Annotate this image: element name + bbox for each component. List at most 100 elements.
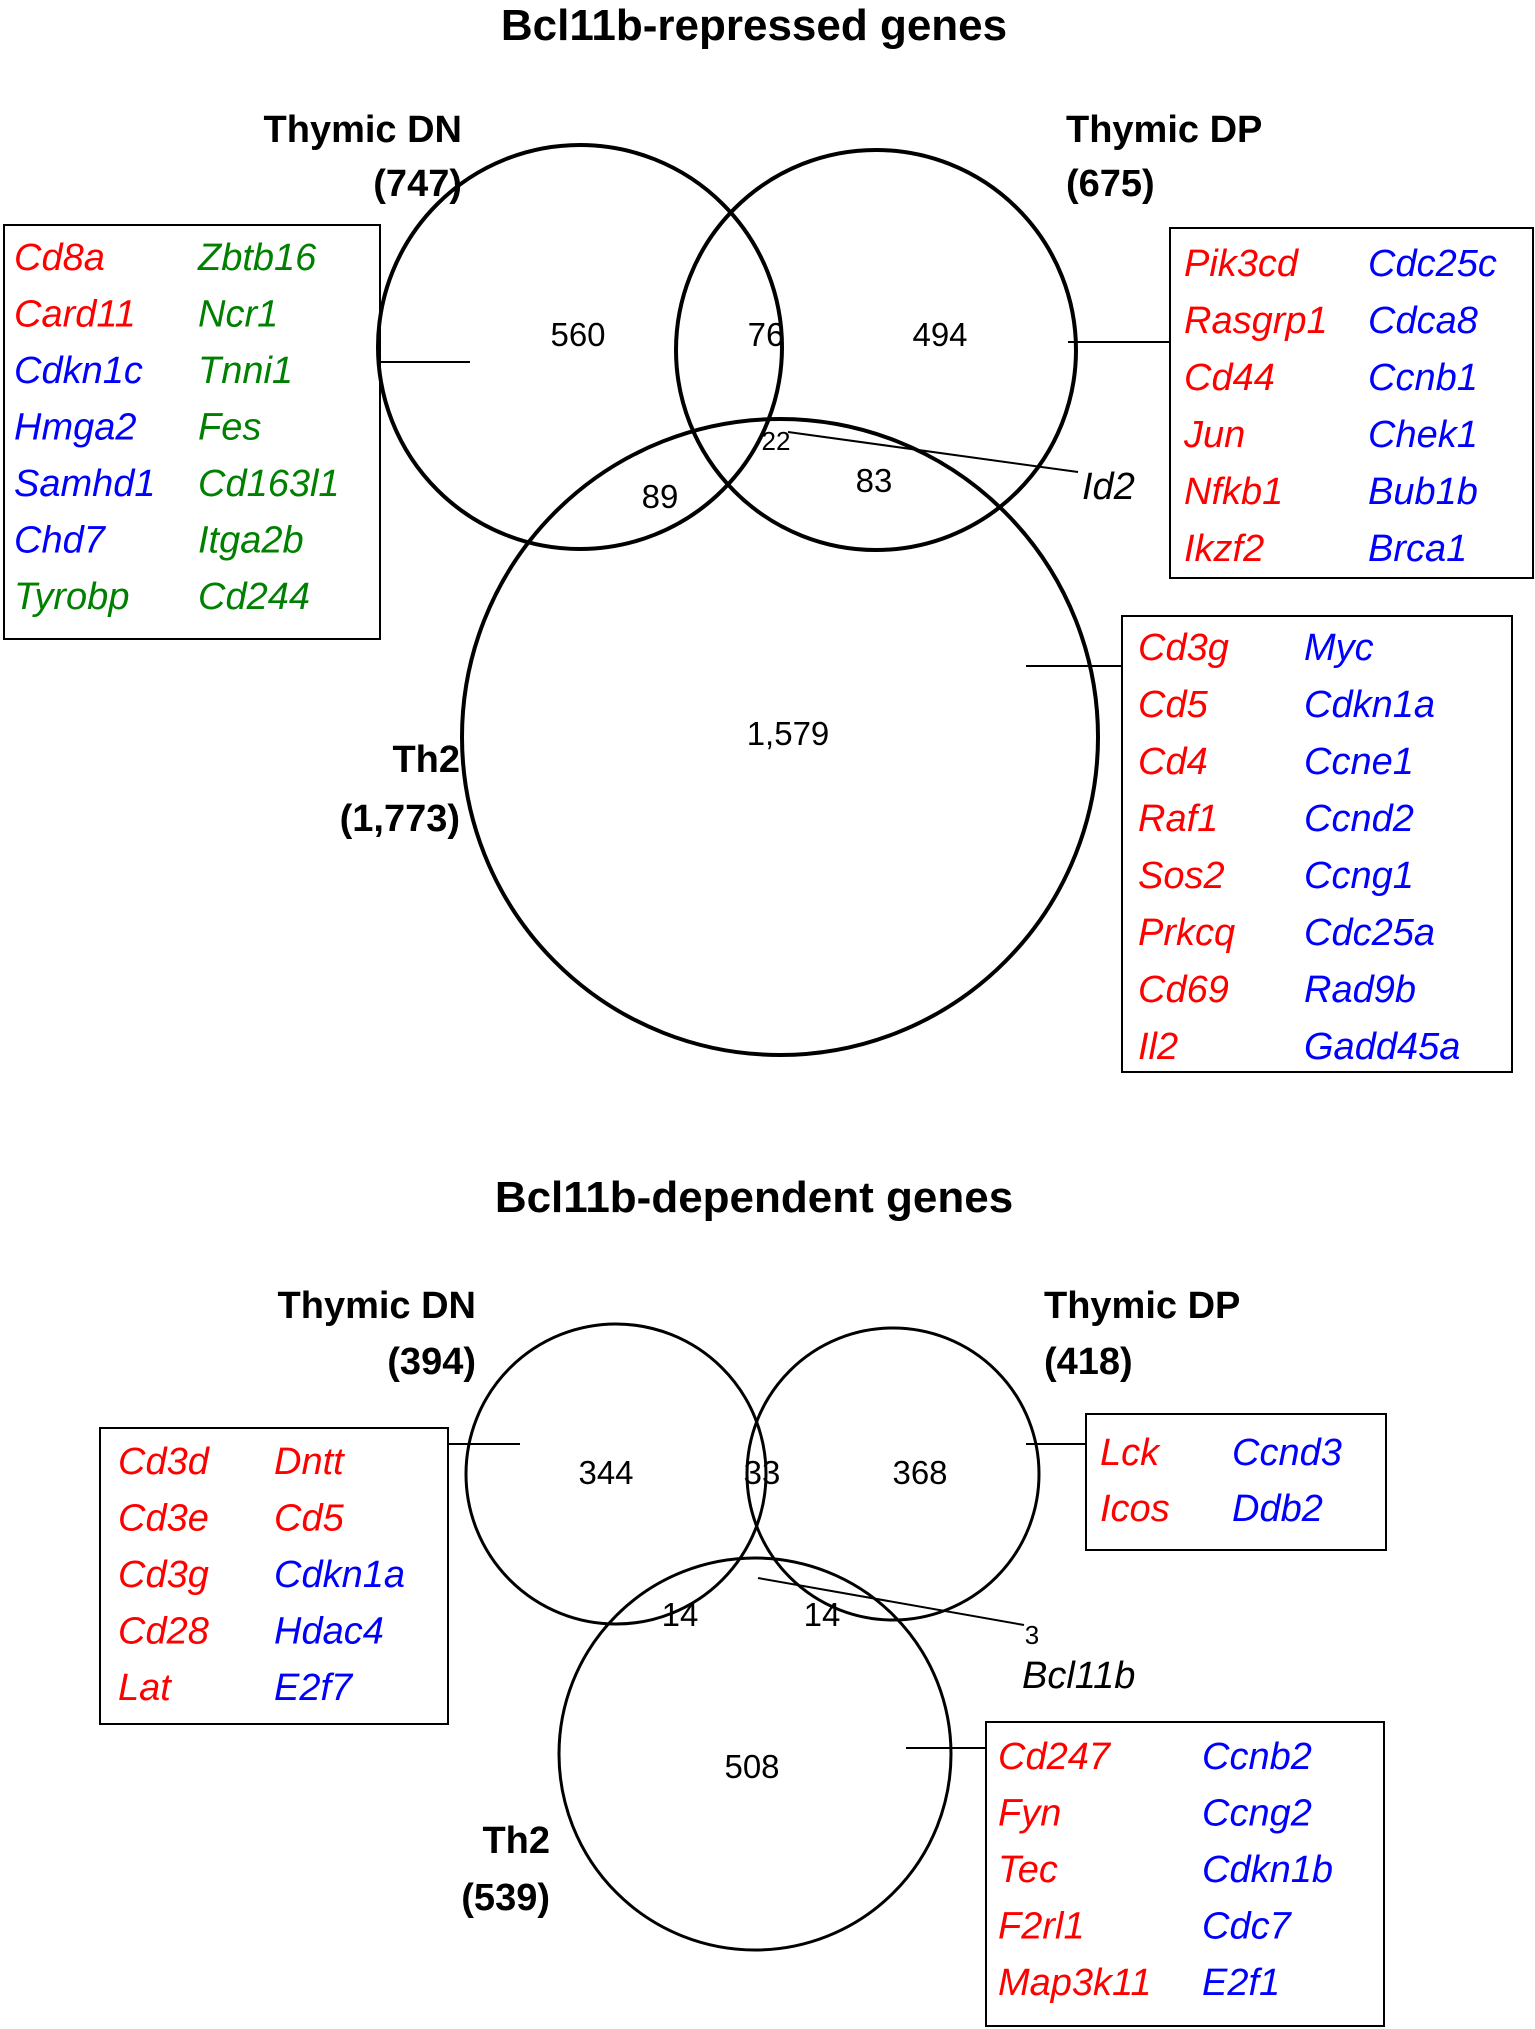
- dependent-count-dn-th2: 14: [662, 1596, 699, 1633]
- repressed-panel: Bcl11b-repressed genes Thymic DN (747) T…: [3, 1, 1534, 1073]
- dependent-dp-total: (418): [1044, 1341, 1133, 1383]
- gene-label: Itga2b: [198, 520, 304, 562]
- gene-label: Cd163l1: [198, 463, 340, 505]
- gene-label: Icos: [1100, 1488, 1170, 1530]
- gene-label: Cd5: [274, 1498, 345, 1540]
- repressed-count-dn-only: 560: [550, 316, 605, 353]
- dependent-count-all-three: 3: [1025, 1620, 1039, 1650]
- repressed-count-all-three: 22: [762, 426, 791, 456]
- gene-label: Ikzf2: [1184, 528, 1264, 570]
- dependent-title: Bcl11b-dependent genes: [495, 1173, 1013, 1222]
- repressed-dn-gene-box: [3, 224, 381, 640]
- gene-label: Samhd1: [14, 463, 156, 505]
- gene-label: Il2: [1138, 1026, 1178, 1068]
- repressed-th2-circle: [460, 417, 1100, 1057]
- gene-label: Cd28: [118, 1611, 209, 1653]
- gene-label: Jun: [1183, 414, 1245, 456]
- dependent-count-th2-only: 508: [724, 1748, 779, 1785]
- repressed-dp-gene-box: [1169, 227, 1534, 579]
- gene-label: Prkcq: [1138, 912, 1235, 954]
- repressed-id2-leader: [787, 431, 1079, 473]
- repressed-count-dp-th2: 83: [856, 462, 893, 499]
- gene-label: Cdkn1c: [14, 350, 143, 392]
- gene-label: Ccng2: [1202, 1793, 1312, 1835]
- dependent-dn-circle: [464, 1322, 768, 1626]
- repressed-th2-gene-box: [1121, 615, 1513, 1073]
- repressed-th2-gene-list: Cd3gCd5Cd4Raf1Sos2PrkcqCd69Il2MycCdkn1aC…: [1138, 627, 1460, 1068]
- gene-label: Zbtb16: [197, 237, 317, 279]
- dependent-dp-label: Thymic DP: [1044, 1285, 1240, 1327]
- dependent-dp-circle: [745, 1326, 1041, 1622]
- gene-label: Cdkn1a: [274, 1554, 405, 1596]
- dependent-dp-gene-box: [1085, 1413, 1387, 1551]
- gene-label: Tnni1: [198, 350, 293, 392]
- gene-label: Cd5: [1138, 684, 1209, 726]
- gene-label: Cd3g: [118, 1554, 209, 1596]
- repressed-dn-total: (747): [373, 163, 462, 205]
- gene-label: Cdkn1a: [1304, 684, 1435, 726]
- repressed-count-dn-dp: 76: [748, 316, 785, 353]
- gene-label: Lat: [118, 1667, 172, 1709]
- gene-label: Cd44: [1184, 357, 1275, 399]
- repressed-count-dp-only: 494: [912, 316, 967, 353]
- gene-label: Cd244: [198, 576, 310, 618]
- gene-label: Gadd45a: [1304, 1026, 1460, 1068]
- repressed-th2-total: (1,773): [340, 798, 460, 840]
- dependent-count-dp-th2: 14: [804, 1596, 841, 1633]
- gene-label: Cd3e: [118, 1498, 209, 1540]
- gene-label: Ccnd2: [1304, 798, 1414, 840]
- dependent-dn-total: (394): [387, 1341, 476, 1383]
- repressed-dp-gene-list: Pik3cdRasgrp1Cd44JunNfkb1Ikzf2Cdc25cCdca…: [1183, 243, 1497, 570]
- gene-label: Cd8a: [14, 237, 105, 279]
- gene-label: Rad9b: [1304, 969, 1416, 1011]
- dependent-dn-label: Thymic DN: [278, 1285, 476, 1327]
- dependent-th2-total: (539): [461, 1877, 550, 1919]
- gene-label: Ccnd3: [1232, 1432, 1342, 1474]
- gene-label: Tyrobp: [14, 576, 129, 618]
- gene-label: Fes: [198, 407, 261, 449]
- gene-label: Cd3g: [1138, 627, 1229, 669]
- gene-label: Lck: [1100, 1432, 1161, 1474]
- gene-label: Brca1: [1368, 528, 1467, 570]
- gene-label: Raf1: [1138, 798, 1218, 840]
- gene-label: Map3k11: [998, 1962, 1152, 2004]
- repressed-dp-label: Thymic DP: [1066, 109, 1262, 151]
- gene-label: F2rl1: [998, 1906, 1085, 1948]
- repressed-dp-total: (675): [1066, 163, 1155, 205]
- gene-label: Pik3cd: [1184, 243, 1300, 285]
- repressed-th2-label: Th2: [392, 739, 460, 781]
- gene-label: Cd4: [1138, 741, 1208, 783]
- dependent-count-dn-dp: 33: [744, 1454, 781, 1491]
- dependent-callout-gene: Bcl11b: [1022, 1655, 1135, 1697]
- repressed-dn-gene-list: Cd8aCard11Cdkn1cHmga2Samhd1Chd7TyrobpZbt…: [14, 237, 340, 618]
- gene-label: E2f7: [274, 1667, 354, 1709]
- repressed-callout-gene: Id2: [1082, 466, 1135, 508]
- gene-label: Cdkn1b: [1202, 1849, 1333, 1891]
- repressed-count-dn-th2: 89: [642, 478, 679, 515]
- gene-label: Card11: [14, 294, 136, 336]
- gene-label: Cdc25a: [1304, 912, 1435, 954]
- dependent-bcl11b-leader: [757, 1577, 1025, 1626]
- gene-label: Dntt: [274, 1441, 345, 1483]
- dependent-th2-gene-list: Cd247FynTecF2rl1Map3k11Ccnb2Ccng2Cdkn1bC…: [998, 1736, 1333, 2004]
- repressed-dp-circle: [674, 148, 1078, 552]
- gene-label: Hmga2: [14, 407, 137, 449]
- dependent-th2-label: Th2: [482, 1820, 550, 1862]
- gene-label: Ccnb1: [1368, 357, 1478, 399]
- dependent-th2-circle: [557, 1556, 953, 1952]
- gene-label: Chek1: [1368, 414, 1478, 456]
- dependent-dn-gene-list: Cd3dCd3eCd3gCd28LatDnttCd5Cdkn1aHdac4E2f…: [118, 1441, 405, 1709]
- gene-label: Ddb2: [1232, 1488, 1323, 1530]
- gene-label: Cdc25c: [1368, 243, 1497, 285]
- gene-label: Ccne1: [1304, 741, 1414, 783]
- gene-label: Ccng1: [1304, 855, 1414, 897]
- gene-label: Fyn: [998, 1793, 1061, 1835]
- gene-label: Tec: [998, 1849, 1058, 1891]
- repressed-count-th2-only: 1,579: [747, 715, 830, 752]
- gene-label: Ccnb2: [1202, 1736, 1312, 1778]
- dependent-count-dp-only: 368: [892, 1454, 947, 1491]
- gene-label: Cd3d: [118, 1441, 211, 1483]
- gene-label: Ncr1: [198, 294, 278, 336]
